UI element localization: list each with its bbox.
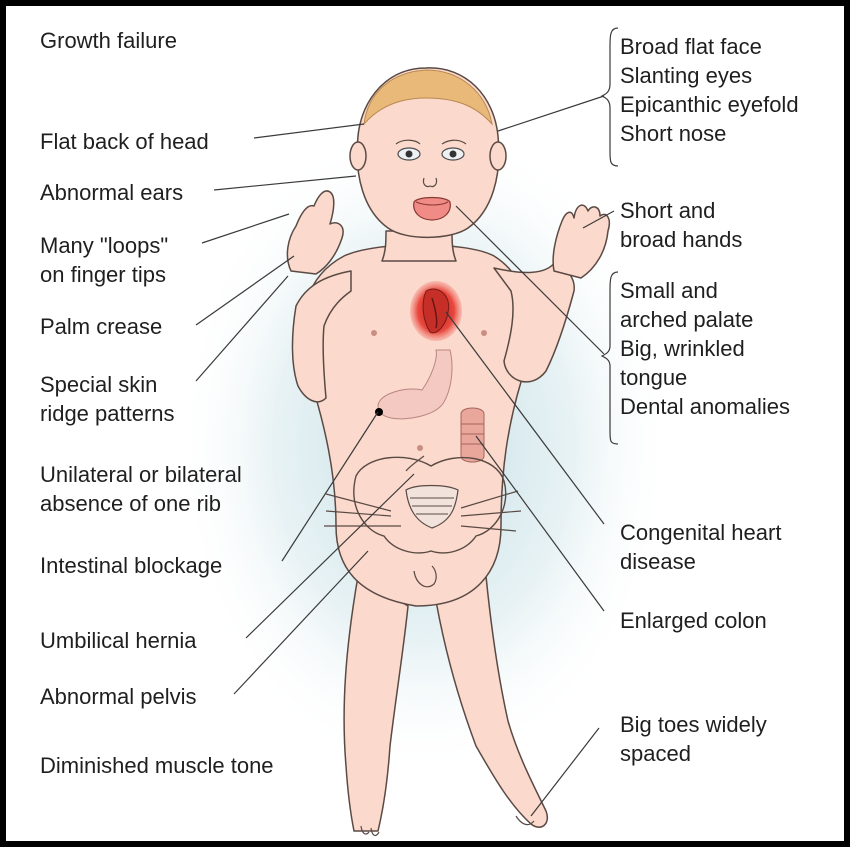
label-intestinal-blockage: Intestinal blockage <box>40 551 222 580</box>
label-face-features: Broad flat face Slanting eyes Epicanthic… <box>620 32 799 148</box>
label-palm-crease: Palm crease <box>40 312 162 341</box>
label-umbilical-hernia: Umbilical hernia <box>40 626 197 655</box>
label-growth-failure: Growth failure <box>40 26 177 55</box>
label-flat-back-of-head: Flat back of head <box>40 127 209 156</box>
label-muscle-tone: Diminished muscle tone <box>40 751 274 780</box>
label-abnormal-ears: Abnormal ears <box>40 178 183 207</box>
right-ear <box>490 142 506 170</box>
tongue <box>414 198 451 221</box>
label-mouth-features: Small and arched palate Big, wrinkled to… <box>620 276 790 421</box>
label-abnormal-pelvis: Abnormal pelvis <box>40 682 197 711</box>
label-finger-loops: Many "loops"on finger tips <box>40 231 168 289</box>
left-ear <box>350 142 366 170</box>
label-enlarged-colon: Enlarged colon <box>620 606 767 635</box>
colon <box>461 408 484 462</box>
